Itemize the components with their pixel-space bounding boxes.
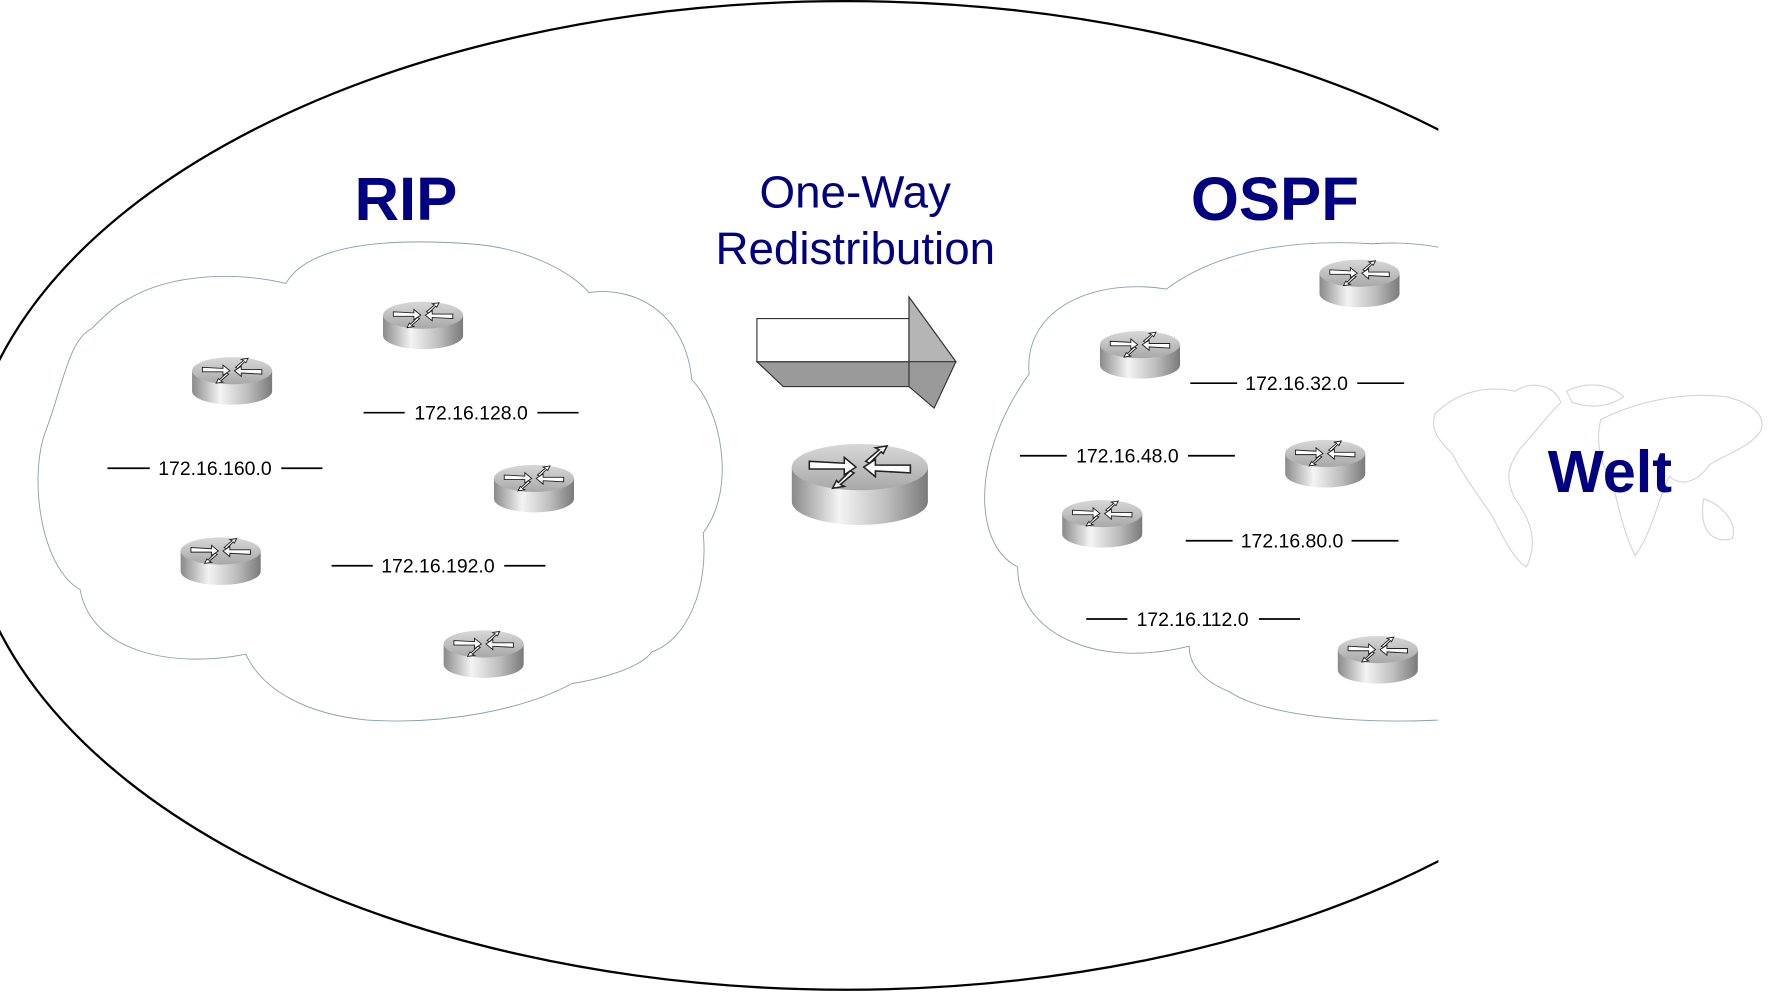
world-label: Welt (1548, 438, 1672, 505)
redistribution-line2: Redistribution (715, 223, 995, 274)
autonomous-system-boundary (0, 0, 1439, 991)
network-link: 172.16.32.0 (1190, 373, 1405, 395)
network-link: 172.16.112.0 (1086, 609, 1301, 631)
network-link: 172.16.48.0 (1019, 446, 1235, 468)
router-icon (180, 536, 262, 586)
redistribution-router-icon (791, 443, 929, 526)
network-label: 172.16.160.0 (158, 458, 271, 480)
network-label: 172.16.128.0 (414, 403, 527, 425)
router-icon (1061, 499, 1143, 549)
network-label: 172.16.48.0 (1076, 446, 1179, 468)
redistribution-line1: One-Way (760, 167, 952, 218)
ospf-cloud (984, 242, 1439, 722)
router-icon (1319, 259, 1400, 308)
network-label: 172.16.112.0 (1137, 609, 1249, 631)
3d-right-arrow-icon (755, 295, 958, 410)
network-link: 172.16.192.0 (331, 556, 546, 578)
router-icon (493, 464, 575, 513)
network-label: 172.16.80.0 (1241, 531, 1344, 553)
network-label: 172.16.192.0 (381, 556, 494, 578)
router-icon (443, 629, 525, 679)
router-icon (1284, 439, 1366, 488)
network-link: 172.16.80.0 (1185, 531, 1399, 553)
world-map-icon (1433, 384, 1763, 568)
rip-cloud (37, 241, 723, 722)
rip-label: RIP (354, 165, 457, 234)
router-icon (191, 356, 273, 406)
router-icon (382, 301, 464, 350)
router-icon (1337, 635, 1419, 685)
network-link: 172.16.160.0 (107, 458, 323, 480)
router-icon (1099, 330, 1181, 380)
ospf-label: OSPF (1191, 165, 1359, 234)
network-label: 172.16.32.0 (1245, 373, 1348, 395)
network-link: 172.16.128.0 (363, 403, 579, 425)
